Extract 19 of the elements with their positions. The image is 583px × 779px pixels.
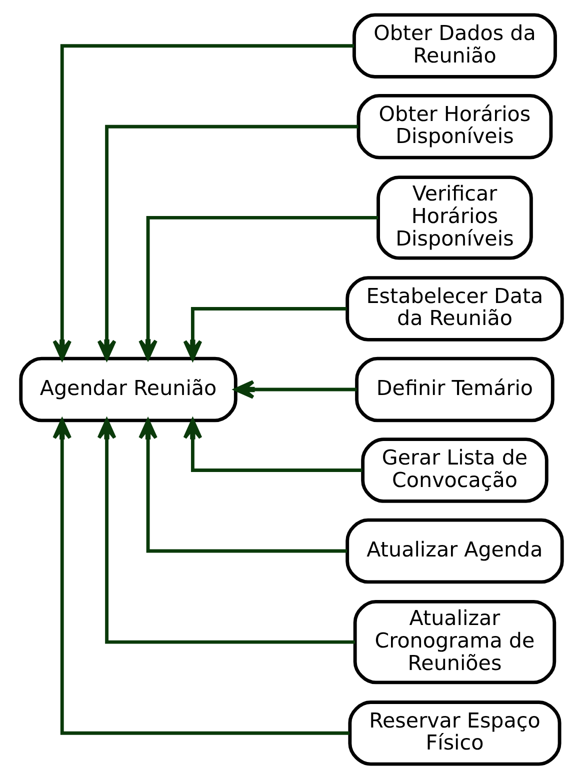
node-box: Atualizar Cronograma de Reuniões xyxy=(353,600,556,684)
arrow xyxy=(183,307,347,360)
node-box: Gerar Lista de Convocação xyxy=(361,438,548,503)
node-box: Agendar Reunião xyxy=(19,356,238,422)
arrow xyxy=(138,418,348,553)
arrow xyxy=(234,380,357,399)
node-box: Reservar Espaço Físico xyxy=(348,700,562,766)
arrow xyxy=(52,44,354,360)
arrow xyxy=(52,418,350,735)
node-box: Estabelecer Data da Reunião xyxy=(346,276,564,342)
arrow xyxy=(138,216,378,360)
node-box: Definir Temário xyxy=(355,356,554,422)
arrow xyxy=(183,418,362,472)
arrow xyxy=(97,124,358,360)
node-box: Atualizar Agenda xyxy=(346,518,564,584)
node-box: Obter Dados da Reunião xyxy=(352,13,557,78)
node-box: Obter Horários Disponíveis xyxy=(356,94,553,160)
arrow xyxy=(97,418,356,644)
node-box: Verificar Horários Disponíveis xyxy=(376,176,533,260)
